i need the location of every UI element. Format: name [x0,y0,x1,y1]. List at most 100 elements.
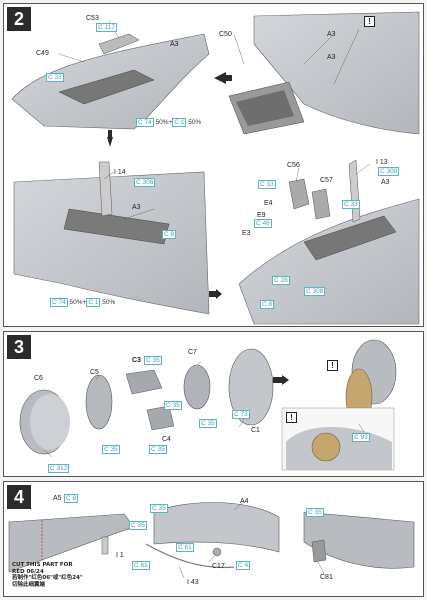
nose-radar-closeup [311,432,341,462]
paint-code: C 308 [134,178,156,187]
part-c7: C7 [188,349,197,356]
part-a3: A3 [170,41,179,48]
paint-c8: C 8 [64,494,79,503]
part-i14: I 14 [114,169,126,176]
paint-code: C 35 [149,445,167,454]
part-a3: A3 [381,179,390,186]
paint-c46: C 46 [254,219,272,228]
paint-percent: 50% [69,299,83,306]
part-a5: A5 [53,495,62,502]
paint-c312: C 312 [48,464,70,473]
paint-code: C 8 [260,300,275,309]
part-c4: C4 [162,436,171,443]
part-a3: A3 [132,204,141,211]
paint-c35: C 35 [306,508,324,517]
step-2-panel: 2 [3,3,424,327]
part-a3: A3 [327,31,336,38]
paint-c35: C 35 [199,419,217,428]
part-c56: C56 [287,162,300,169]
paint-percent: 50% [188,119,202,126]
part-a4: A4 [240,498,249,505]
paint-code: C 33 [258,180,276,189]
paint-code: C 61 [176,543,194,552]
paint-code: C 28 [272,276,290,285]
paint-c61: C 61 [132,561,150,570]
part-c1: C1 [251,427,260,434]
paint-code: C 35 [144,356,162,365]
cut-note: CUT THIS PART FOR RED 06/24 若制作"红色06"或"红… [12,562,83,588]
paint-code: C 74 [136,118,154,127]
paint-code: C 8 [162,230,177,239]
warning-icon: ! [286,412,297,423]
fuselage-mid-left [13,171,210,315]
paint-code: C 35 [164,401,182,410]
paint-code: C 33 [342,200,360,209]
paint-code: C 1 [86,298,101,307]
paint-c117: C 117 [96,23,117,32]
paint-code: C 117 [96,23,117,32]
paint-mix: C 74 50%+C 1 50% [136,118,202,127]
part-c17: C17 [212,563,225,570]
cut-note-line: CUT THIS PART FOR [12,562,73,568]
step-4-artwork [8,501,415,579]
paint-code: C 8 [64,494,79,503]
paint-code: C 1 [172,118,187,127]
paint-c35: C 35 [129,521,147,530]
paint-c28: C 28 [272,276,290,285]
paint-c35: C 35 [144,356,162,365]
paint-c4: C 4 [236,561,251,570]
part-c7 [183,364,211,410]
paint-code: C 61 [132,561,150,570]
step-number: 2 [7,7,31,31]
part-c53: C53 [86,15,99,22]
paint-plus: + [168,119,173,126]
paint-code: C 33 [46,73,64,82]
paint-c8: C 8 [162,230,177,239]
fuselage-top-right [253,11,420,135]
paint-code: C 35 [150,504,168,513]
paint-code: C 35 [306,508,324,517]
paint-c8: C 8 [260,300,275,309]
paint-plus: + [82,299,87,306]
cut-note-line: 切除此细翼端 [12,581,46,588]
part-c57: C57 [320,177,333,184]
warning-icon: ! [364,16,375,27]
paint-mix: C 74 50%+C 1 50% [50,298,116,307]
paint-c308: C 308 [304,287,326,296]
paint-code: C 74 [50,298,68,307]
paint-code: C 308 [304,287,326,296]
paint-code: C 312 [48,464,70,473]
part-a4 [153,502,280,553]
paint-c33: C 33 [258,180,276,189]
paint-c35: C 35 [164,401,182,410]
paint-c308: C 308 [134,178,156,187]
paint-percent: 50% [155,119,169,126]
wing-part-right [303,511,415,569]
paint-c308: C 308 [378,167,400,176]
part-c3: C3 [132,357,141,364]
paint-percent: 50% [102,299,116,306]
part-c4 [146,405,175,431]
cut-note-line: RED 06/24 [12,568,44,575]
paint-c35: C 35 [102,445,120,454]
step-number: 4 [7,485,31,509]
paint-code: C 35 [129,521,147,530]
step-number: 3 [7,335,31,359]
cut-note-line: 若制作"红色06"或"红色24" [12,575,83,581]
part-e9: E9 [257,212,266,219]
part-c81: C81 [320,574,333,581]
paint-c61: C 61 [176,543,194,552]
part-c3 [125,369,163,395]
part-c1-dish [228,348,274,426]
part-c17 [212,547,222,557]
step-2-artwork [11,11,420,325]
paint-code: C 73 [232,410,250,419]
part-c6: C6 [34,375,43,382]
step-3-artwork [19,339,397,471]
paint-c33: C 33 [342,200,360,209]
warning-icon: ! [327,360,338,371]
paint-c35: C 35 [149,445,167,454]
part-a3: A3 [327,54,336,61]
part-e4: E4 [264,200,273,207]
